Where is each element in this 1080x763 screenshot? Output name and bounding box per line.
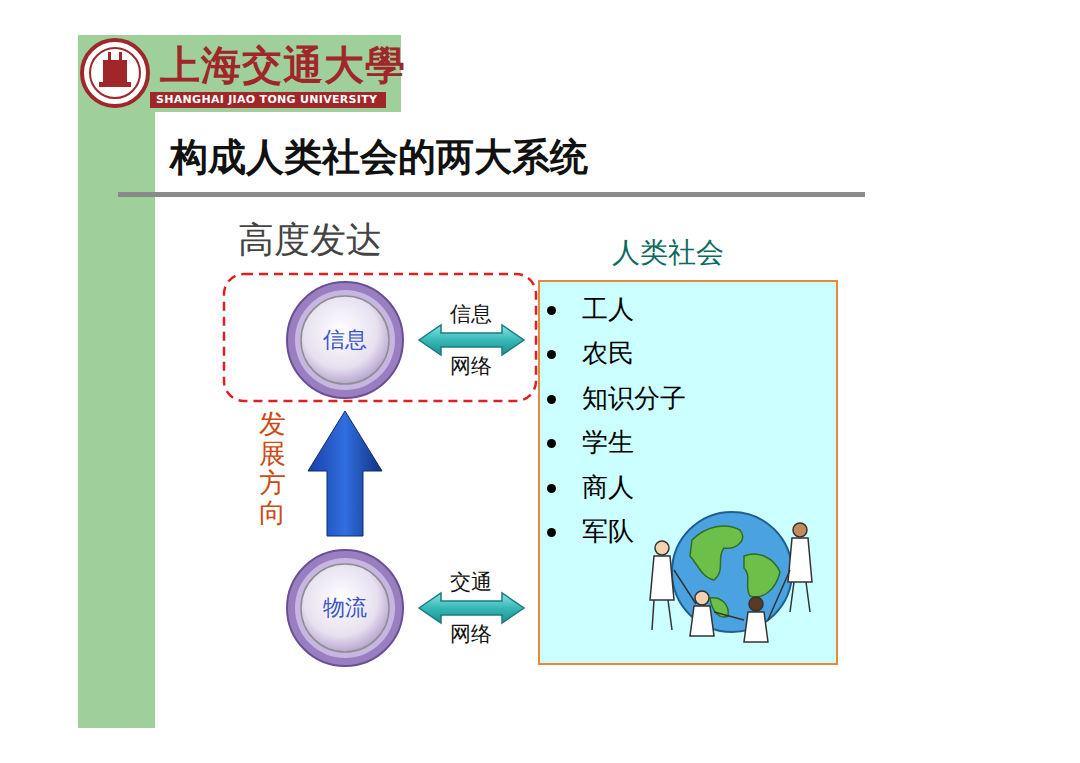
side-band — [78, 35, 155, 728]
bullet-dot — [547, 395, 556, 404]
dashed-rect — [224, 274, 536, 401]
bullet-dot — [547, 484, 556, 493]
university-seal — [82, 40, 148, 106]
box-heading: 人类社会 — [612, 234, 724, 272]
region-heading: 高度发达 — [238, 216, 382, 265]
university-name: 上海交通大學 — [160, 38, 406, 93]
title-rule — [118, 192, 865, 197]
double-arrow — [419, 325, 524, 355]
list-item: 农民 — [582, 336, 634, 371]
list-item: 商人 — [582, 470, 634, 505]
globe-illustration — [640, 500, 820, 650]
bullet-dot — [547, 306, 556, 315]
circle-label: 物流 — [285, 593, 405, 623]
process-circle: 物流 — [285, 548, 405, 668]
connector-label: 交通 网络 — [447, 556, 495, 660]
list-item: 军队 — [582, 514, 634, 549]
bullet-dot — [547, 528, 556, 537]
list-item: 学生 — [582, 425, 634, 460]
direction-label: 发展方向 — [259, 409, 286, 528]
connector-label: 信息 网络 — [447, 288, 495, 392]
slide-title: 构成人类社会的两大系统 — [170, 132, 588, 183]
logo-strip — [150, 92, 386, 108]
list-item: 知识分子 — [582, 381, 686, 416]
double-arrow — [419, 593, 524, 623]
process-circle: 信息 — [285, 280, 405, 400]
direction-arrow — [308, 411, 382, 536]
circle-label: 信息 — [285, 325, 405, 355]
list-item: 工人 — [582, 292, 634, 327]
university-name-en: SHANGHAI JIAO TONG UNIVERSITY — [156, 93, 377, 106]
